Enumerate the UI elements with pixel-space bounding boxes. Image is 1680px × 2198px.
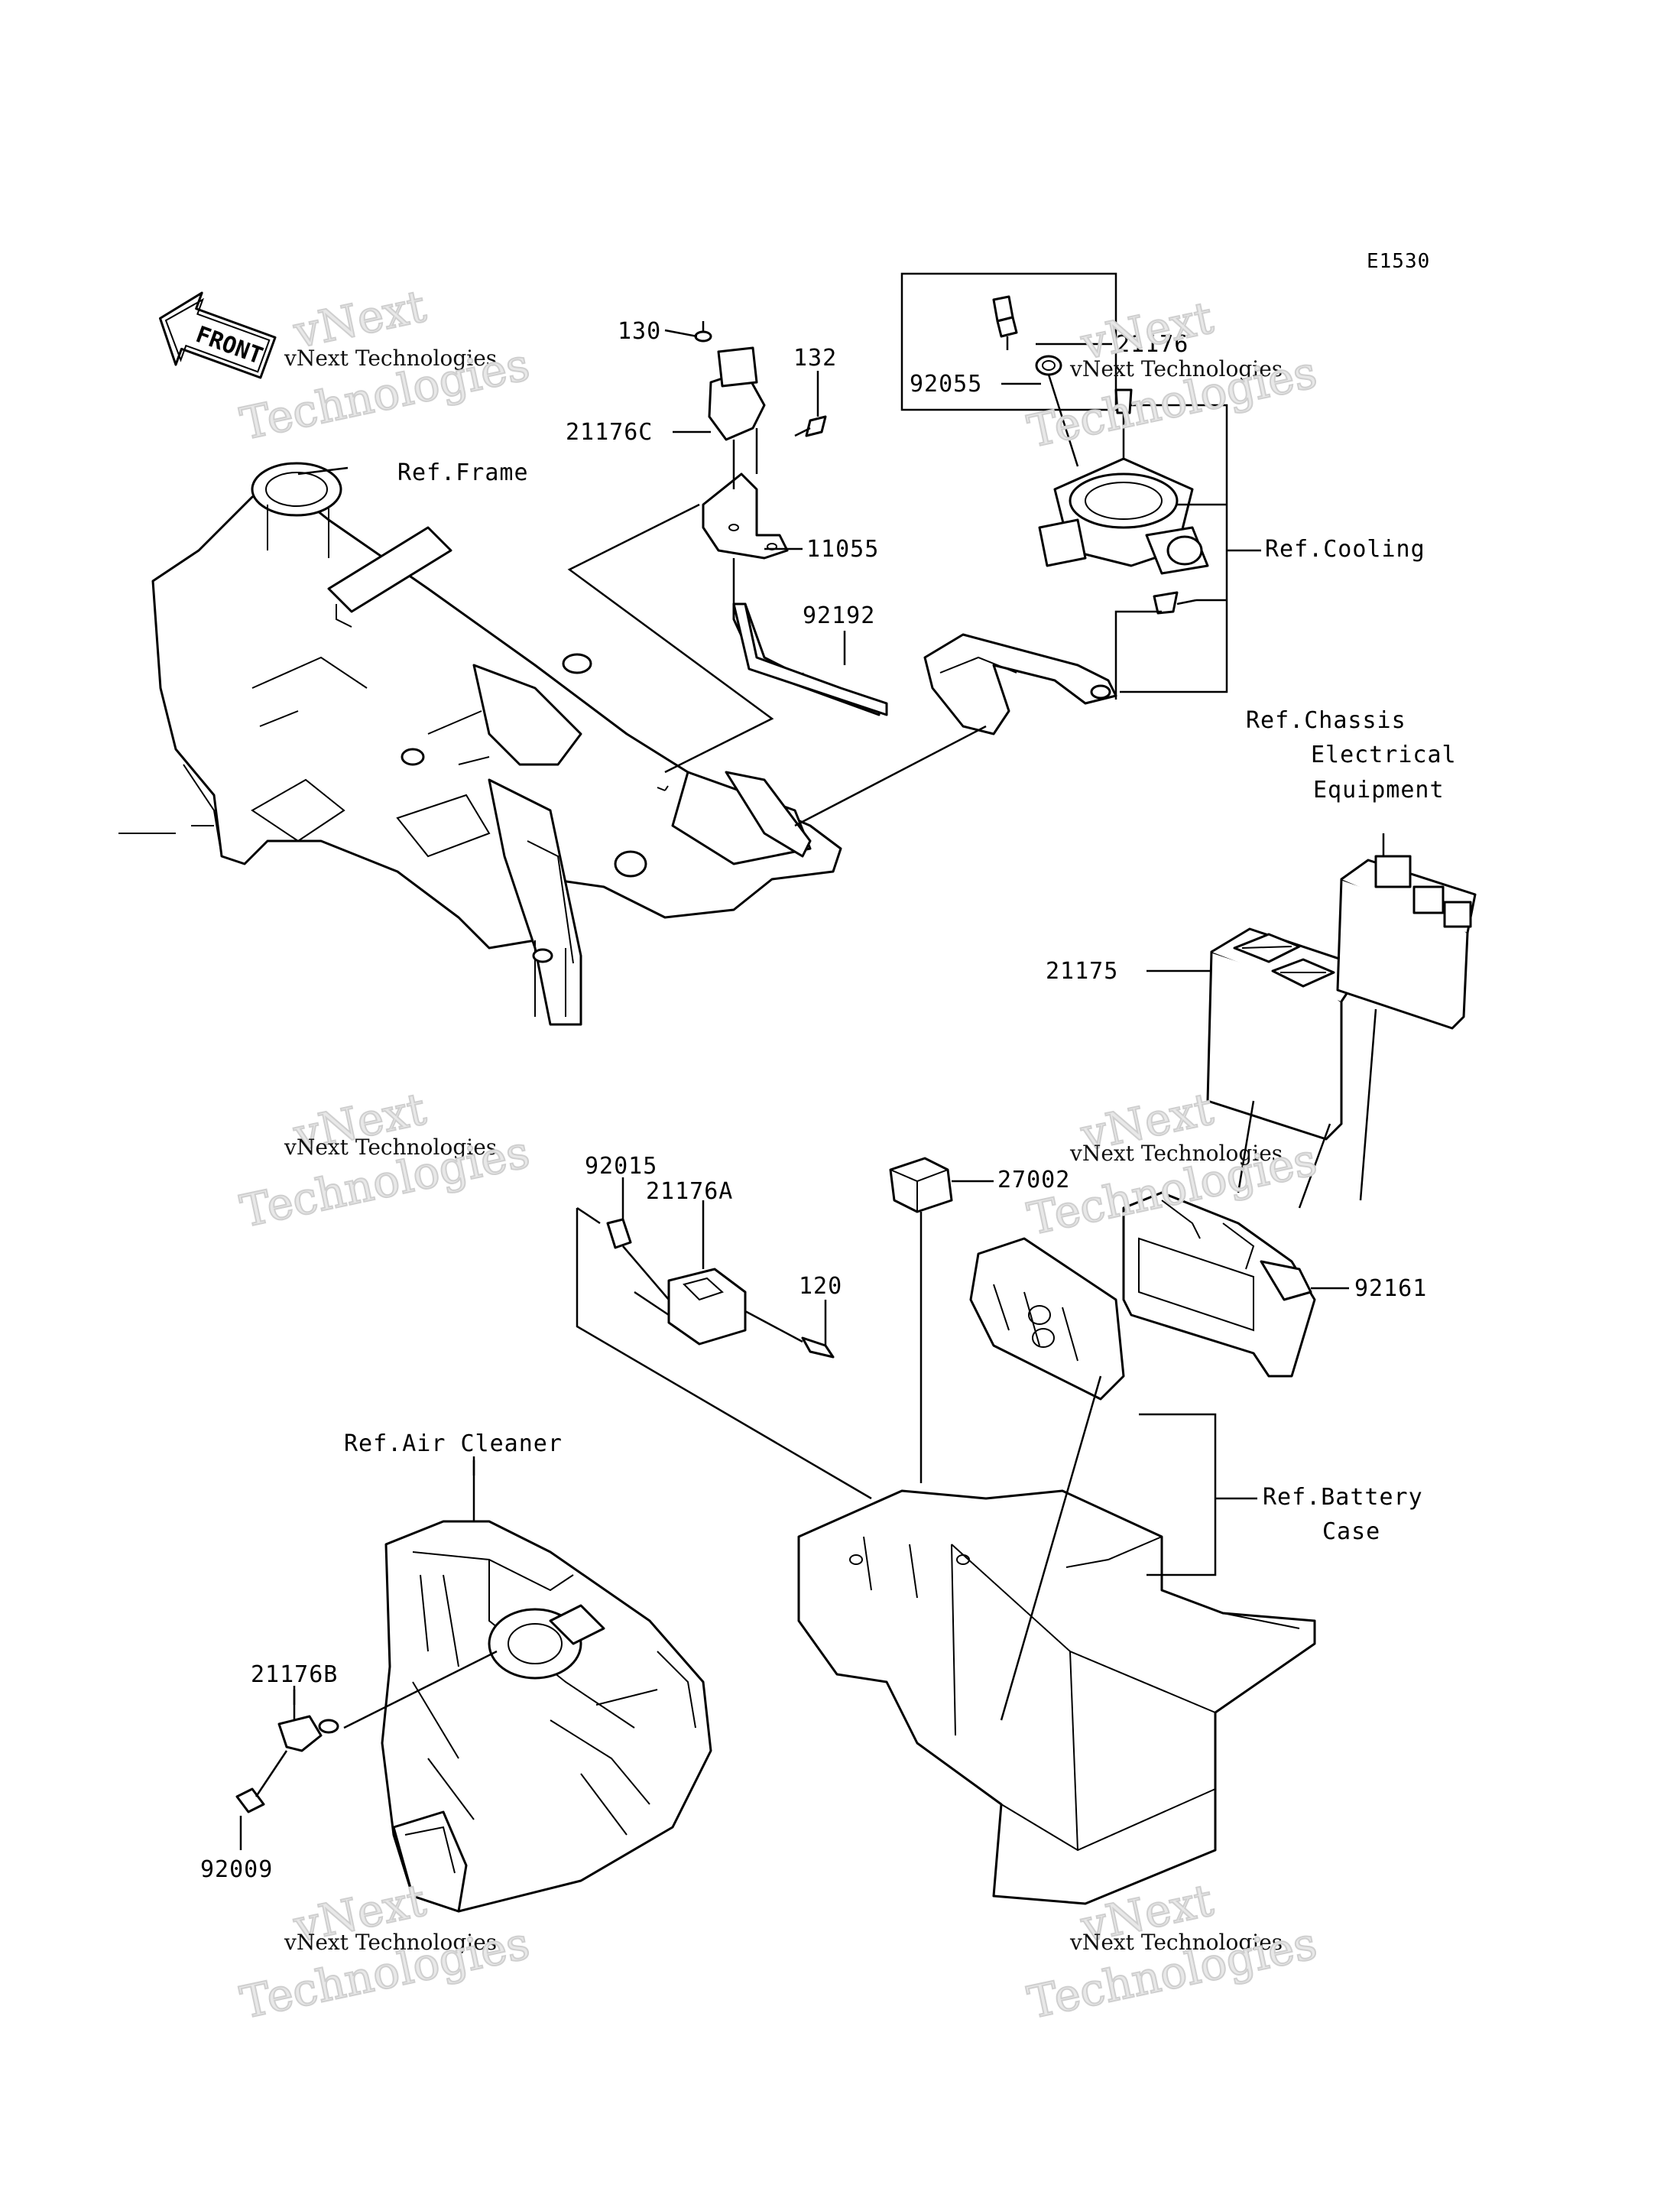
- part-label-21176c: 21176C: [566, 419, 653, 446]
- air-cleaner-drawing: [343, 1460, 712, 1913]
- reference-labels: Ref.Frame Ref.Cooling Ref.Chassis Electr…: [344, 459, 1457, 1545]
- sensor-21176a-drawing: [576, 1206, 872, 1500]
- part-label-132: 132: [793, 345, 837, 372]
- part-label-120: 120: [799, 1273, 842, 1300]
- cooling-sensor-drawing: [900, 272, 1261, 693]
- ref-chassis-line1: Ref.Chassis: [1246, 707, 1406, 734]
- watermark-mid-left: vNext vNext Technologies Technologies: [235, 1082, 535, 1239]
- part-label-92161: 92161: [1354, 1275, 1427, 1302]
- ref-frame: Ref.Frame: [397, 459, 529, 486]
- relay-27002-drawing: [889, 1157, 994, 1483]
- battery-case-drawing: [797, 1237, 1316, 1905]
- watermark-line2: vNext Technologies: [284, 346, 497, 371]
- diagram-code: E1530: [1367, 250, 1430, 273]
- frame-drawing: [118, 462, 842, 1026]
- part-labels: 130 132 21176C 11055 92192 21176 92055 2…: [200, 318, 1427, 1883]
- part-label-92055: 92055: [910, 371, 982, 398]
- sensor-21176b-drawing: [235, 1690, 339, 1850]
- watermark-top-left: vNext vNext Technologies Technologies: [235, 279, 535, 451]
- hose-92192-drawing: [732, 602, 888, 716]
- watermark-line2: vNext Technologies: [1069, 1930, 1283, 1955]
- part-label-21176b: 21176B: [251, 1661, 338, 1688]
- chassis-electrical-drawing: [1336, 833, 1477, 1201]
- front-arrow-icon: FRONT: [158, 291, 277, 379]
- part-label-27002: 27002: [997, 1167, 1070, 1193]
- part-label-21176: 21176: [1116, 331, 1189, 358]
- ref-chassis-line2: Electrical: [1311, 742, 1457, 768]
- watermark-top-right: vNext vNext Technologies Technologies: [1023, 291, 1322, 459]
- part-label-92015: 92015: [585, 1153, 657, 1180]
- part-label-130: 130: [618, 318, 661, 345]
- watermark-line2: vNext Technologies: [284, 1135, 497, 1160]
- part-label-21175: 21175: [1046, 958, 1118, 985]
- watermark-line2: vNext Technologies: [1069, 1141, 1283, 1166]
- ref-battery-line1: Ref.Battery: [1263, 1484, 1423, 1511]
- ref-battery-line2: Case: [1322, 1518, 1380, 1545]
- ref-cooling: Ref.Cooling: [1265, 536, 1425, 563]
- ecu-21175-drawing: [1146, 927, 1366, 1209]
- bracket-92161-drawing: [1122, 1191, 1349, 1378]
- bracket-drawing: [794, 610, 1162, 827]
- part-label-92192: 92192: [803, 602, 875, 629]
- leader-lines: [293, 329, 1112, 1705]
- watermark-line2: vNext Technologies: [284, 1930, 497, 1955]
- ref-chassis-line3: Equipment: [1313, 777, 1445, 804]
- watermark-line2: vNext Technologies: [1069, 356, 1283, 381]
- part-label-92009: 92009: [200, 1856, 273, 1883]
- part-label-11055: 11055: [806, 536, 879, 563]
- part-label-21176a: 21176A: [646, 1178, 733, 1205]
- ref-air-cleaner: Ref.Air Cleaner: [344, 1430, 563, 1457]
